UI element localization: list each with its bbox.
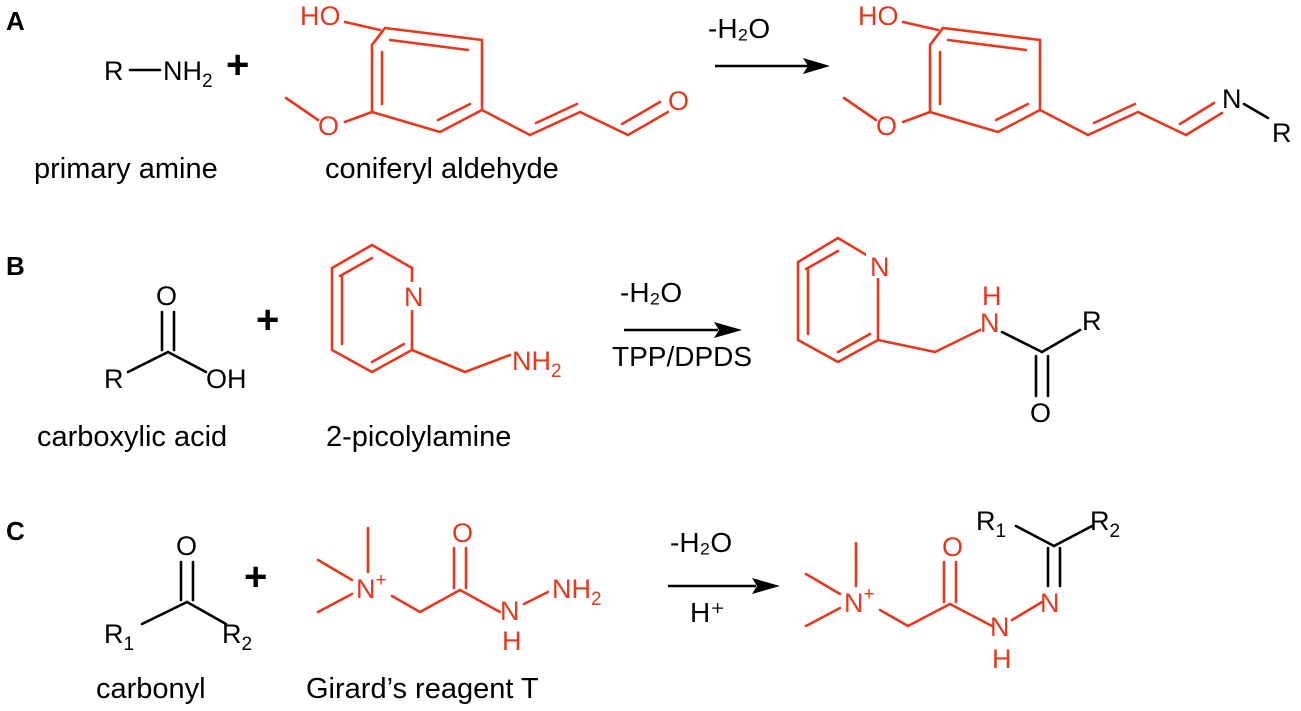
- svg-text:O: O: [668, 86, 689, 116]
- svg-text:R1: R1: [104, 619, 134, 655]
- svg-text:R: R: [104, 364, 124, 394]
- coniferyl-aldehyde-structure: HO O O: [284, 1, 689, 141]
- panel-letter-a: A: [6, 6, 25, 36]
- svg-text:N: N: [500, 596, 520, 626]
- caption-primary-amine: primary amine: [34, 153, 218, 185]
- svg-text:OH: OH: [206, 364, 247, 394]
- caption-coniferyl-aldehyde: coniferyl aldehyde: [325, 153, 559, 185]
- svg-text:O: O: [452, 518, 473, 548]
- svg-text:N: N: [990, 612, 1010, 642]
- plus-sign-a: +: [226, 43, 249, 87]
- svg-text:N: N: [1040, 588, 1060, 618]
- svg-text:N+: N+: [844, 584, 875, 618]
- condition-top-b: -H₂O: [620, 277, 682, 308]
- svg-text:O: O: [942, 532, 963, 562]
- svg-text:R: R: [1082, 306, 1102, 336]
- condition-top-a: -H₂O: [708, 13, 770, 44]
- carbonyl-structure: O R1 R2: [104, 531, 252, 655]
- svg-text:O: O: [176, 531, 197, 561]
- svg-text:N: N: [1222, 84, 1242, 114]
- svg-text:N+: N+: [356, 570, 387, 604]
- plus-sign-b: +: [256, 298, 279, 342]
- caption-carboxylic-acid: carboxylic acid: [37, 421, 227, 453]
- caption-girard-reagent: Girard’s reagent T: [306, 673, 539, 705]
- svg-text:NH2: NH2: [552, 574, 602, 610]
- condition-top-c: -H₂O: [670, 527, 732, 558]
- svg-text:R: R: [104, 56, 124, 86]
- condition-bottom-b: TPP/DPDS: [612, 341, 752, 372]
- svg-text:HO: HO: [858, 1, 899, 31]
- caption-picolylamine: 2-picolylamine: [326, 421, 511, 453]
- plus-sign-c: +: [244, 555, 267, 599]
- svg-text:NH2: NH2: [163, 56, 213, 92]
- hydrazone-product-structure: N+ O N H N R1 R2: [804, 506, 1120, 674]
- svg-text:R2: R2: [222, 619, 252, 655]
- svg-text:N: N: [870, 252, 890, 282]
- caption-carbonyl: carbonyl: [96, 673, 206, 705]
- svg-text:O: O: [1030, 398, 1051, 428]
- svg-text:HO: HO: [300, 1, 341, 31]
- svg-text:NH2: NH2: [512, 346, 562, 382]
- picolylamine-structure: N NH2: [330, 243, 562, 382]
- svg-text:H: H: [982, 281, 1002, 311]
- condition-bottom-c: H⁺: [690, 597, 725, 628]
- panel-letter-b: B: [6, 251, 25, 281]
- svg-text:H: H: [992, 644, 1012, 674]
- svg-text:N: N: [404, 282, 424, 312]
- primary-amine-structure: R NH2: [104, 56, 213, 92]
- svg-text:R2: R2: [1090, 506, 1120, 542]
- panel-letter-c: C: [6, 516, 25, 546]
- girard-reagent-structure: N+ O N H NH2: [316, 518, 602, 656]
- carboxylic-acid-structure: O R OH: [104, 281, 247, 394]
- svg-text:R1: R1: [976, 506, 1006, 542]
- amide-product-structure: N H N R O: [796, 236, 1102, 428]
- svg-text:H: H: [502, 626, 522, 656]
- svg-text:O: O: [318, 111, 339, 141]
- svg-text:R: R: [1272, 118, 1292, 148]
- svg-text:O: O: [156, 281, 177, 311]
- svg-text:N: N: [980, 308, 1000, 338]
- svg-text:O: O: [876, 111, 897, 141]
- svg-text:H⁺: H⁺: [690, 597, 725, 628]
- imine-product-structure: HO O N R: [842, 1, 1292, 148]
